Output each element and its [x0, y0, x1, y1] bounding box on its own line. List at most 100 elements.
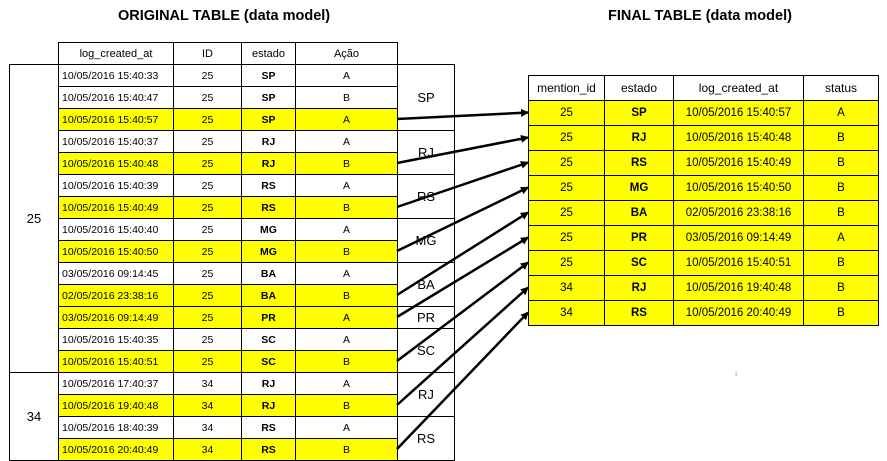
estado-cell: RS: [604, 300, 674, 326]
final-table-title: FINAL TABLE (data model): [608, 8, 792, 24]
id-cell: 25: [173, 152, 242, 175]
header-log-created-at: log_created_at: [58, 42, 174, 65]
date-cell: 03/05/2016 09:14:49: [673, 225, 804, 251]
acao-cell: A: [295, 64, 398, 87]
estado-cell: RS: [241, 438, 296, 461]
date-cell: 10/05/2016 17:40:37: [58, 372, 174, 395]
date-cell: 03/05/2016 09:14:45: [58, 262, 174, 285]
date-cell: 10/05/2016 15:40:48: [58, 152, 174, 175]
estado-cell: RJ: [604, 275, 674, 301]
acao-cell: B: [295, 86, 398, 109]
header-mention-id: mention_id: [528, 75, 605, 101]
header-estado: estado: [604, 75, 674, 101]
state-group: RS: [397, 174, 455, 219]
date-cell: 10/05/2016 19:40:48: [673, 275, 804, 301]
id-cell: 25: [173, 108, 242, 131]
id-cell: 25: [173, 328, 242, 351]
estado-cell: RJ: [241, 152, 296, 175]
header-status: status: [803, 75, 879, 101]
header-log-created-at: log_created_at: [673, 75, 804, 101]
acao-cell: A: [295, 108, 398, 131]
mention-id-cell: 34: [528, 275, 605, 301]
id-cell: 25: [173, 350, 242, 373]
mention-id-cell: 25: [528, 250, 605, 276]
estado-cell: SC: [241, 328, 296, 351]
mention-id-cell: 25: [528, 100, 605, 126]
estado-cell: RJ: [241, 130, 296, 153]
id-cell: 25: [173, 86, 242, 109]
date-cell: 10/05/2016 20:40:49: [58, 438, 174, 461]
id-cell: 25: [173, 262, 242, 285]
date-cell: 10/05/2016 15:40:40: [58, 218, 174, 241]
state-group: RJ: [397, 372, 455, 417]
acao-cell: A: [295, 328, 398, 351]
date-cell: 02/05/2016 23:38:16: [673, 200, 804, 226]
id-cell: 25: [173, 240, 242, 263]
estado-cell: SC: [604, 250, 674, 276]
state-group: PR: [397, 306, 455, 329]
estado-cell: RS: [604, 150, 674, 176]
estado-cell: SC: [241, 350, 296, 373]
mention-id-cell: 34: [528, 300, 605, 326]
acao-cell: B: [295, 350, 398, 373]
mention-id-cell: 25: [528, 150, 605, 176]
date-cell: 10/05/2016 15:40:51: [58, 350, 174, 373]
status-cell: B: [803, 175, 879, 201]
estado-cell: RS: [241, 416, 296, 439]
status-cell: A: [803, 100, 879, 126]
status-cell: A: [803, 225, 879, 251]
date-cell: 10/05/2016 15:40:33: [58, 64, 174, 87]
mention-id-cell: 25: [528, 125, 605, 151]
estado-cell: SP: [604, 100, 674, 126]
date-cell: 10/05/2016 15:40:39: [58, 174, 174, 197]
estado-cell: BA: [241, 262, 296, 285]
mention-id-group: 25: [9, 64, 58, 373]
date-cell: 10/05/2016 15:40:49: [673, 150, 804, 176]
estado-cell: SP: [241, 86, 296, 109]
date-cell: 10/05/2016 15:40:57: [673, 100, 804, 126]
id-cell: 25: [173, 174, 242, 197]
date-cell: 10/05/2016 15:40:49: [58, 196, 174, 219]
estado-cell: SP: [241, 108, 296, 131]
estado-cell: RJ: [241, 372, 296, 395]
id-cell: 25: [173, 130, 242, 153]
state-group: RJ: [397, 130, 455, 175]
header-estado: estado: [241, 42, 296, 65]
status-cell: B: [803, 250, 879, 276]
acao-cell: A: [295, 306, 398, 329]
id-cell: 34: [173, 416, 242, 439]
date-cell: 03/05/2016 09:14:49: [58, 306, 174, 329]
id-cell: 25: [173, 284, 242, 307]
date-cell: 10/05/2016 15:40:47: [58, 86, 174, 109]
estado-cell: RS: [241, 174, 296, 197]
acao-cell: B: [295, 152, 398, 175]
id-cell: 25: [173, 64, 242, 87]
acao-cell: B: [295, 196, 398, 219]
estado-cell: RJ: [241, 394, 296, 417]
estado-cell: SP: [241, 64, 296, 87]
id-cell: 25: [173, 218, 242, 241]
acao-cell: A: [295, 130, 398, 153]
acao-cell: B: [295, 284, 398, 307]
date-cell: 10/05/2016 18:40:39: [58, 416, 174, 439]
estado-cell: MG: [241, 240, 296, 263]
acao-cell: B: [295, 394, 398, 417]
estado-cell: RS: [241, 196, 296, 219]
mention-id-cell: 25: [528, 175, 605, 201]
